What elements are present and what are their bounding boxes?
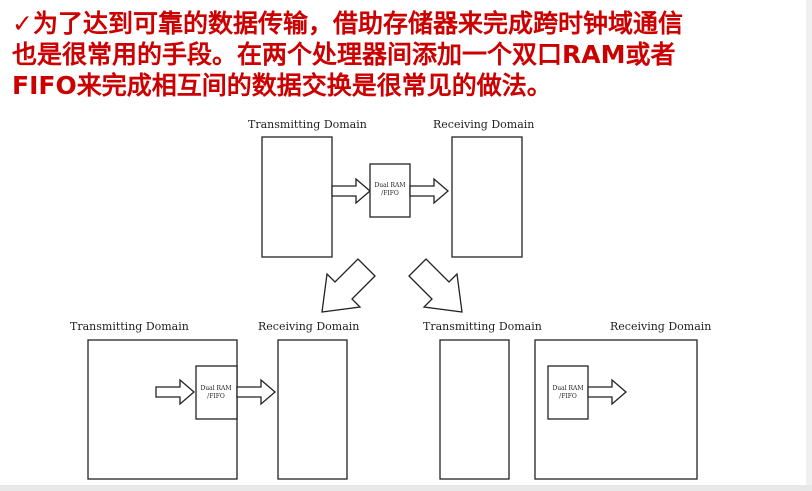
top-receiving-domain-box <box>451 136 523 258</box>
top-receiving-label: Receiving Domain <box>433 118 534 131</box>
top-ram-fifo-box <box>369 163 411 218</box>
bl-receiving-domain-box <box>277 339 348 480</box>
text-line-3: FIFO来完成相互间的数据交换是很常见的做法。 <box>12 71 552 100</box>
top-left-arrow <box>331 178 371 204</box>
split-arrows <box>321 258 463 313</box>
text-line-2: 也是很常用的手段。在两个处理器间添加一个双口RAM或者 <box>12 40 676 69</box>
top-transmitting-domain-box <box>261 136 333 258</box>
down-right-arrow <box>408 258 463 313</box>
check-mark-icon: ✓ <box>12 9 33 38</box>
slide-text: ✓为了达到可靠的数据传输，借助存储器来完成跨时钟域通信 也是很常用的手段。在两个… <box>12 8 802 101</box>
bl-right-arrow <box>236 379 276 405</box>
text-line-1: ✓为了达到可靠的数据传输，借助存储器来完成跨时钟域通信 <box>12 8 802 39</box>
br-ram-label: Dual RAM <box>552 385 583 392</box>
br-transmitting-domain-box <box>439 339 510 480</box>
window-right-edge <box>806 0 812 491</box>
bl-ram-label: Dual RAM <box>200 385 231 392</box>
text-line-1-content: 为了达到可靠的数据传输，借助存储器来完成跨时钟域通信 <box>32 9 683 38</box>
bottom-left-diagram: Transmitting Domain Receiving Domain Dua… <box>70 320 359 480</box>
bl-fifo-label: /FIFO <box>207 393 225 400</box>
window-bottom-strip <box>0 485 812 491</box>
top-right-arrow <box>409 178 449 204</box>
top-fifo-label: /FIFO <box>381 190 399 197</box>
top-diagram: Transmitting Domain Receiving Domain Dua… <box>248 118 534 258</box>
br-ram-fifo-box <box>547 365 589 420</box>
bl-transmitting-label: Transmitting Domain <box>70 320 189 333</box>
br-transmitting-label: Transmitting Domain <box>423 320 542 333</box>
top-ram-label: Dual RAM <box>374 182 405 189</box>
br-receiving-label: Receiving Domain <box>610 320 711 333</box>
down-left-arrow <box>321 258 376 313</box>
top-transmitting-label: Transmitting Domain <box>248 118 367 131</box>
bottom-right-diagram: Transmitting Domain Receiving Domain Dua… <box>423 320 711 480</box>
br-fifo-label: /FIFO <box>559 393 577 400</box>
bl-receiving-label: Receiving Domain <box>258 320 359 333</box>
